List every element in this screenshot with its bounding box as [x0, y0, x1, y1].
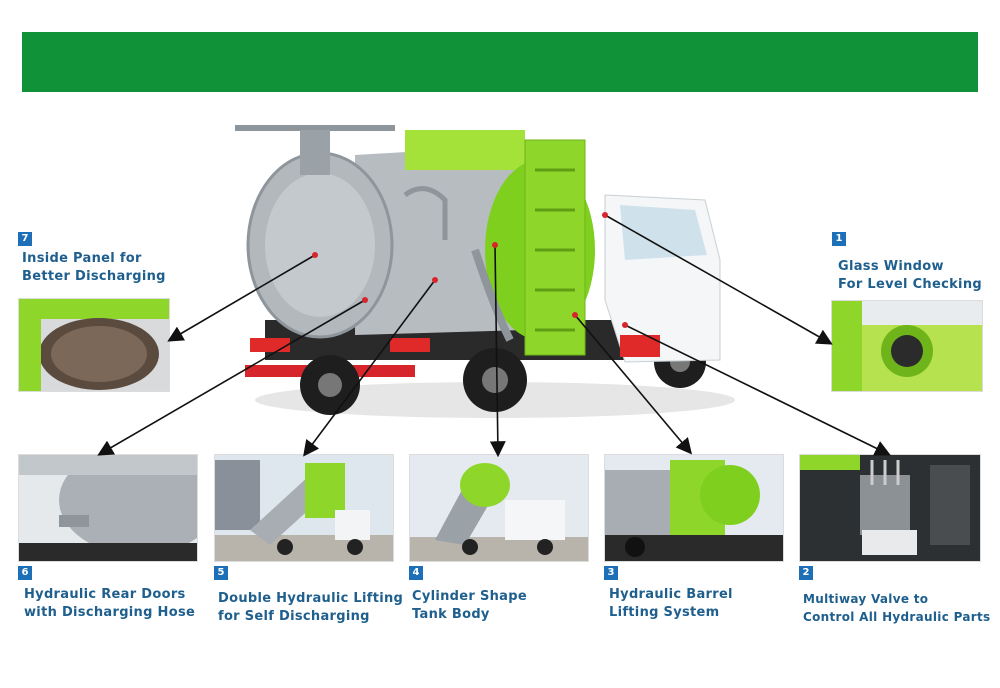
caption-multiway-valve: Multiway Valve to Control All Hydraulic … — [803, 592, 991, 624]
caption-inside-panel: Inside Panel for Better Discharging — [22, 251, 166, 284]
caption-rear-doors: Hydraulic Rear Doors with Discharging Ho… — [24, 587, 196, 620]
main-truck-image — [235, 125, 735, 418]
photo-rear-doors — [18, 454, 198, 562]
badge-5: 5 — [214, 566, 228, 580]
badge-4: 4 — [409, 566, 423, 580]
badge-6: 6 — [18, 566, 32, 580]
caption-glass-window: Glass Window For Level Checking — [838, 259, 982, 292]
caption-double-lifting: Double Hydraulic Lifting for Self Discha… — [218, 591, 404, 624]
photo-inside-panel — [18, 298, 170, 392]
caption-cylinder-tank: Cylinder Shape Tank Body — [412, 589, 527, 622]
photo-cylinder-tank — [409, 454, 589, 562]
badge-1: 1 — [832, 232, 846, 246]
photo-glass-window — [831, 300, 983, 392]
photo-multiway-valve — [799, 454, 981, 562]
badge-3: 3 — [604, 566, 618, 580]
photo-double-lifting — [214, 454, 394, 562]
photo-barrel-lifting — [604, 454, 784, 562]
badge-2: 2 — [799, 566, 813, 580]
caption-barrel-lifting: Hydraulic Barrel Lifting System — [609, 587, 733, 620]
badge-7: 7 — [18, 232, 32, 246]
header-banner — [22, 32, 978, 92]
